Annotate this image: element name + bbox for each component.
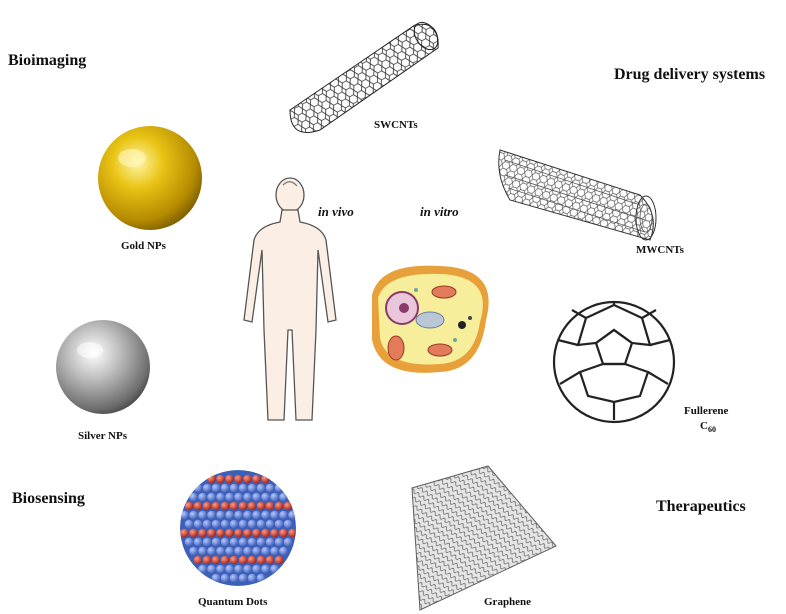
swcnts-label: SWCNTs [374, 119, 418, 131]
mwcnts-label: MWCNTs [636, 244, 684, 256]
silver-nps-label: Silver NPs [78, 430, 127, 442]
gold-nps-label: Gold NPs [121, 240, 166, 252]
fullerene-formula-c: C [700, 420, 708, 432]
graphene-label: Graphene [484, 596, 531, 608]
quantum-dot-sphere [180, 470, 297, 586]
fullerene-formula: C60 [700, 420, 716, 434]
fullerene-label: Fullerene [684, 405, 728, 417]
gold-nanoparticle [98, 126, 202, 230]
fullerene-formula-subscript: 60 [708, 425, 716, 434]
in-vitro-label: in vitro [420, 204, 459, 220]
drug-delivery-label: Drug delivery systems [614, 66, 765, 84]
in-vivo-label: in vivo [318, 204, 354, 220]
biosensing-label: Biosensing [12, 490, 85, 508]
silver-nanoparticle [56, 320, 150, 414]
cell-illustration [372, 266, 489, 373]
mwcnt-tube [499, 150, 656, 240]
therapeutics-label: Therapeutics [656, 498, 746, 516]
graphene-sheet [412, 466, 556, 610]
swcnt-tube [290, 18, 443, 133]
bioimaging-label: Bioimaging [8, 52, 86, 70]
fullerene-cage [554, 302, 674, 422]
quantum-dots-label: Quantum Dots [198, 596, 267, 608]
